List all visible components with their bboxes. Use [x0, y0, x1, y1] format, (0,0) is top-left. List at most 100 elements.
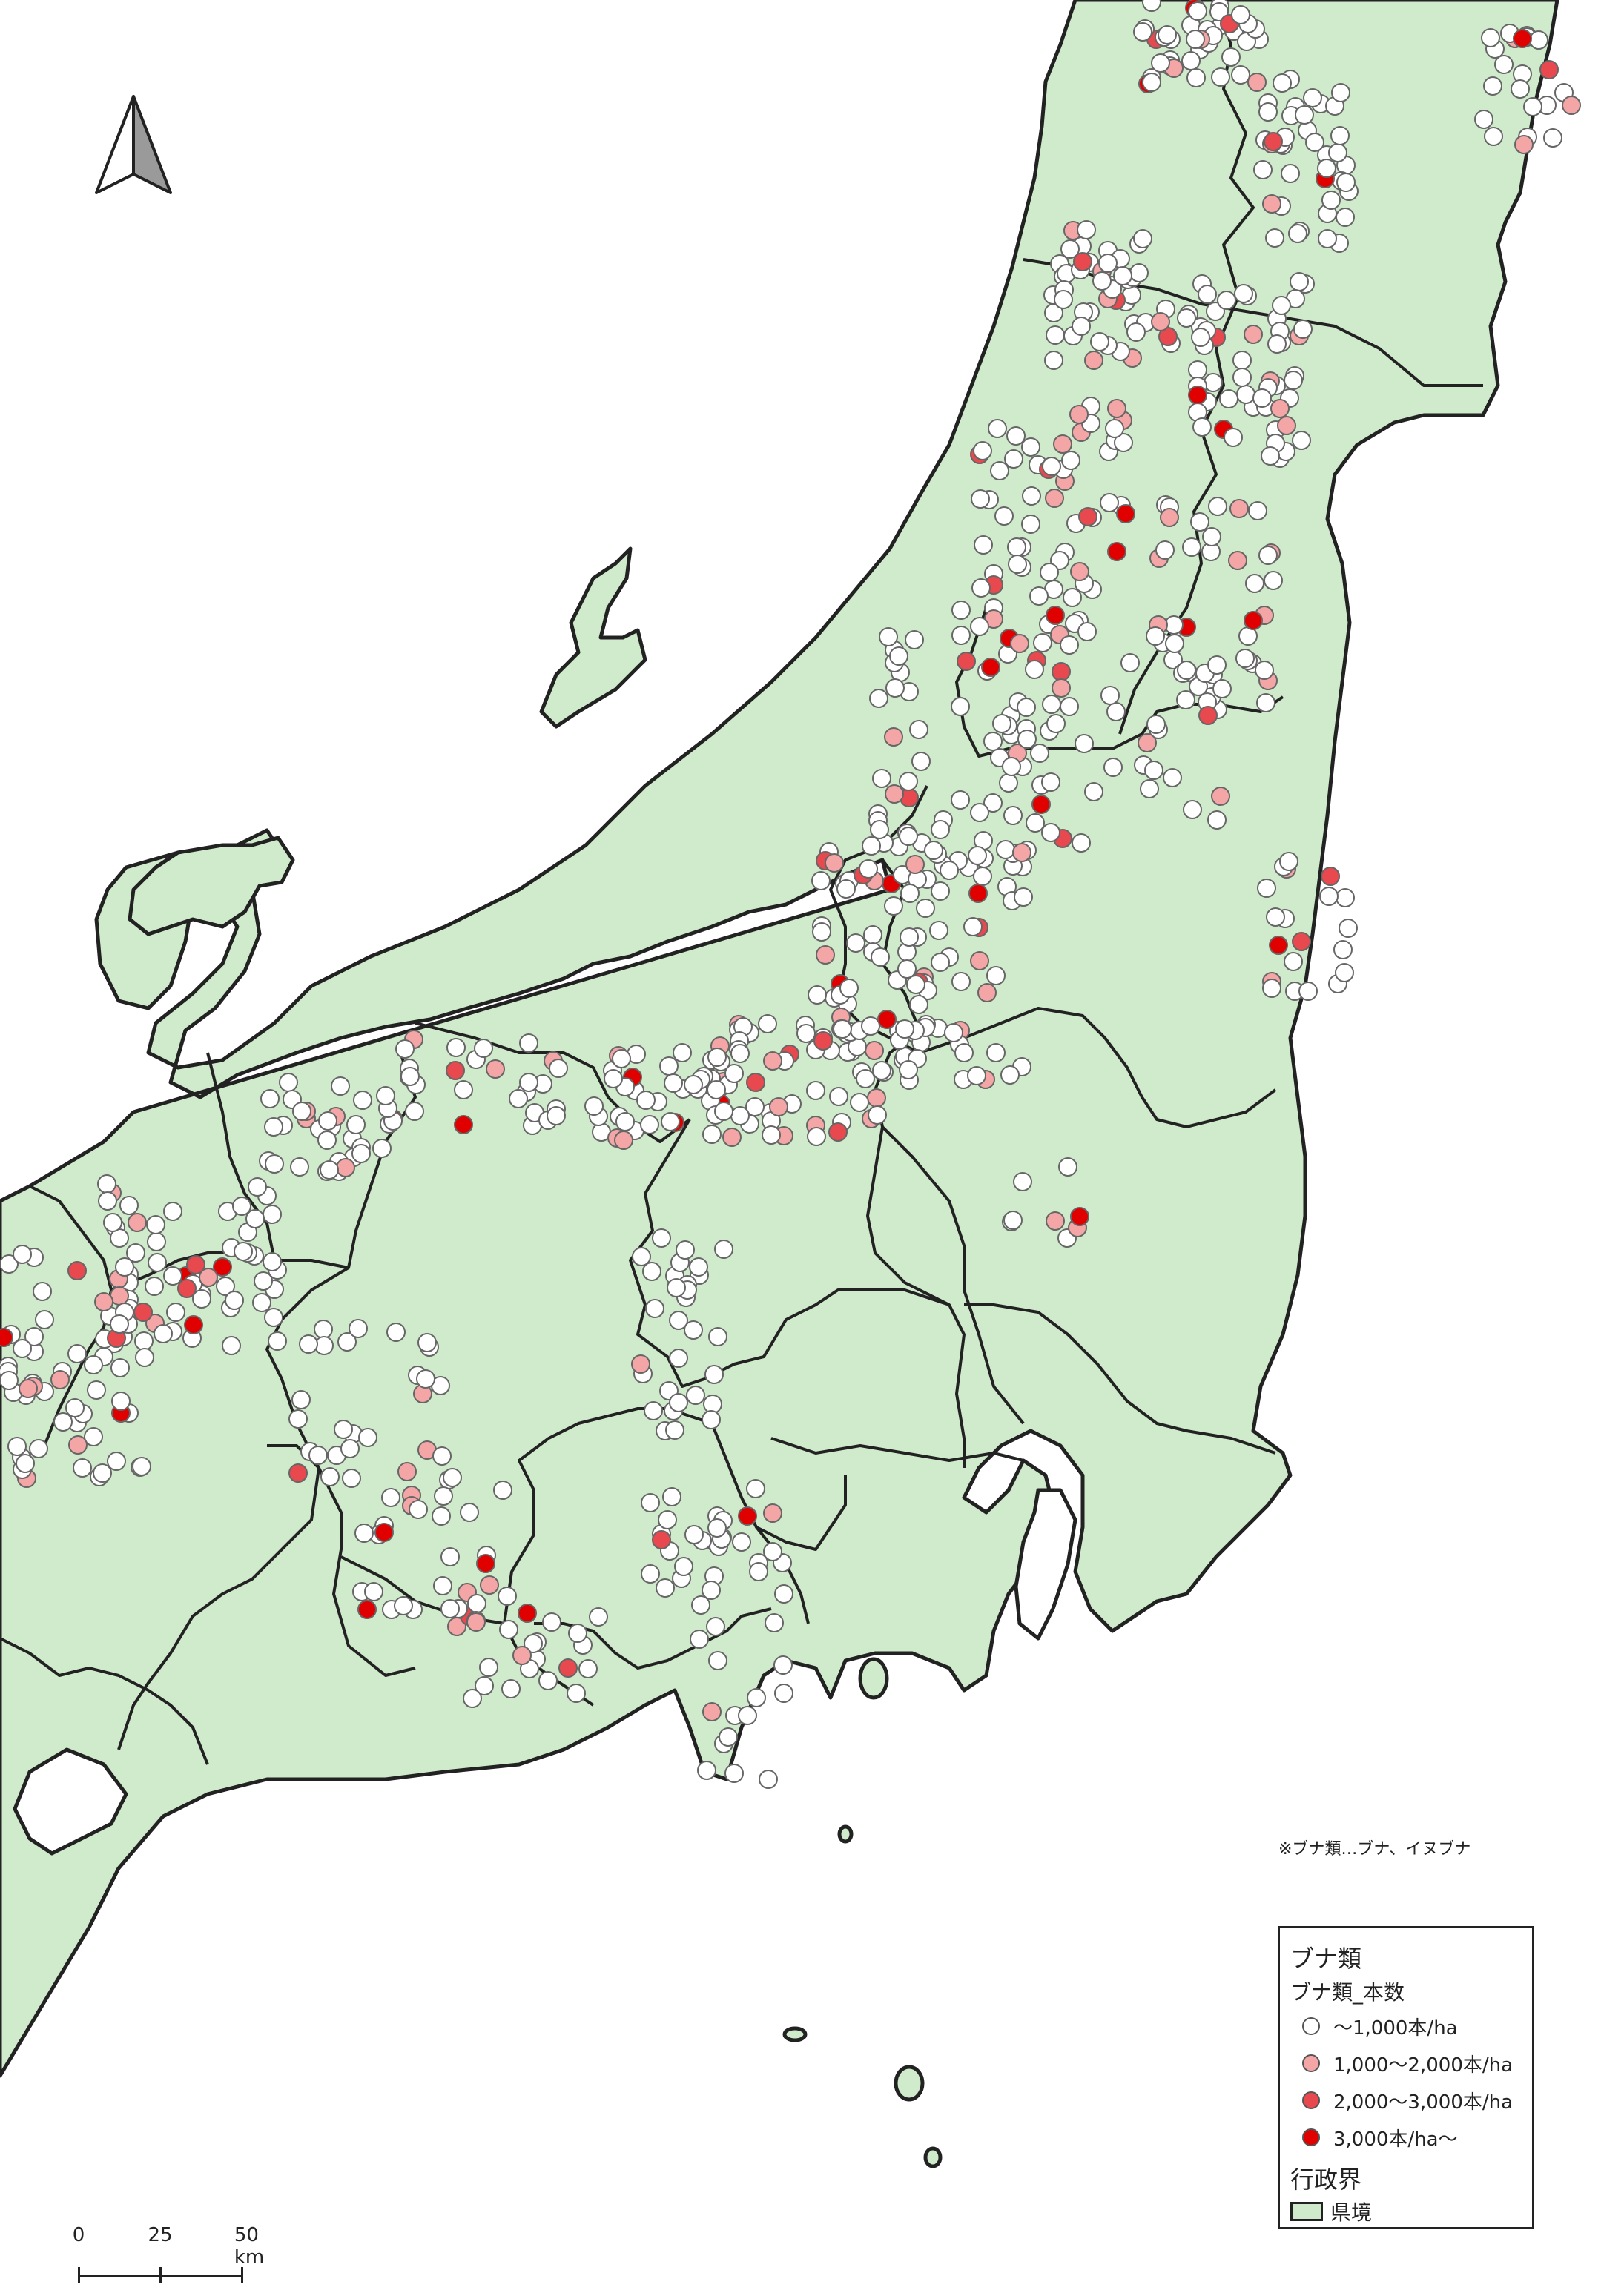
- survey-marker: [1103, 758, 1123, 777]
- survey-marker: [1191, 328, 1210, 347]
- survey-marker: [417, 1333, 437, 1352]
- scale-label-50: 50 km: [234, 2224, 265, 2269]
- survey-marker: [1336, 208, 1355, 227]
- survey-marker: [1321, 191, 1341, 210]
- survey-marker: [714, 1240, 733, 1259]
- survey-marker: [1046, 606, 1065, 625]
- survey-marker: [1090, 332, 1109, 351]
- survey-marker: [1481, 28, 1500, 47]
- survey-marker: [1002, 757, 1021, 776]
- survey-marker: [765, 1613, 784, 1632]
- survey-marker: [968, 884, 988, 903]
- survey-marker: [1069, 405, 1089, 424]
- survey-marker: [1474, 110, 1493, 129]
- survey-marker: [1142, 0, 1161, 12]
- survey-marker: [245, 1209, 265, 1228]
- survey-marker: [1514, 135, 1534, 154]
- survey-marker: [870, 820, 889, 839]
- survey-marker: [184, 1315, 203, 1334]
- survey-marker: [1100, 493, 1119, 512]
- survey-marker: [16, 1454, 35, 1473]
- survey-marker: [1070, 562, 1089, 581]
- survey-marker: [1142, 73, 1161, 92]
- survey-marker: [1186, 68, 1206, 87]
- survey-marker: [774, 1684, 793, 1703]
- survey-marker: [769, 1097, 788, 1116]
- survey-marker: [1321, 867, 1340, 886]
- survey-marker: [673, 1043, 692, 1062]
- survey-marker: [971, 489, 990, 509]
- survey-marker: [558, 1658, 578, 1678]
- survey-marker: [433, 1576, 452, 1595]
- survey-marker: [199, 1268, 218, 1287]
- survey-markers: [0, 0, 1581, 1789]
- survey-marker: [895, 1019, 914, 1039]
- legend-subtitle: ブナ類_本数: [1290, 1980, 1405, 2005]
- survey-marker: [645, 1299, 664, 1318]
- survey-marker: [342, 1469, 361, 1488]
- survey-marker: [1224, 428, 1243, 447]
- survey-marker: [1543, 128, 1562, 148]
- survey-marker: [364, 1582, 383, 1601]
- survey-marker: [254, 1271, 273, 1291]
- survey-marker: [836, 879, 856, 899]
- survey-marker: [1288, 224, 1307, 243]
- survey-marker: [644, 1401, 663, 1420]
- survey-marker: [747, 1688, 766, 1707]
- survey-marker: [1031, 795, 1051, 814]
- survey-marker: [1261, 446, 1280, 466]
- survey-marker: [1198, 706, 1218, 725]
- survey-marker: [872, 769, 891, 788]
- survey-marker: [702, 1581, 721, 1600]
- survey-marker: [501, 1679, 521, 1698]
- survey-marker: [994, 506, 1014, 526]
- survey-marker: [1244, 325, 1263, 344]
- survey-marker: [839, 979, 859, 998]
- survey-marker: [67, 1261, 87, 1280]
- survey-marker: [807, 1127, 826, 1146]
- survey-marker: [988, 419, 1007, 438]
- survey-marker: [84, 1355, 103, 1374]
- survey-marker: [996, 840, 1015, 859]
- survey-marker: [884, 896, 903, 916]
- survey-marker: [73, 1458, 92, 1478]
- survey-marker: [707, 1518, 727, 1538]
- survey-marker: [829, 1087, 848, 1106]
- survey-marker: [1106, 702, 1126, 721]
- survey-marker: [1060, 635, 1079, 655]
- survey-marker: [973, 441, 992, 460]
- survey-marker: [394, 1596, 413, 1615]
- survey-marker: [440, 1599, 460, 1618]
- legend-swatch: [1302, 2017, 1320, 2035]
- survey-marker: [983, 732, 1003, 751]
- survey-marker: [107, 1452, 126, 1471]
- survey-marker: [512, 1646, 532, 1665]
- survey-marker: [1008, 555, 1027, 574]
- survey-marker: [1072, 833, 1091, 853]
- survey-marker: [1092, 271, 1112, 291]
- survey-marker: [811, 871, 831, 890]
- survey-marker: [381, 1488, 400, 1507]
- survey-marker: [318, 1111, 337, 1131]
- survey-marker: [690, 1630, 709, 1649]
- survey-marker: [1181, 51, 1201, 70]
- survey-marker: [163, 1202, 182, 1221]
- survey-marker: [0, 1371, 19, 1390]
- survey-marker: [0, 1254, 19, 1274]
- survey-marker: [154, 1324, 173, 1343]
- survey-marker: [524, 1634, 543, 1653]
- survey-marker: [1046, 714, 1066, 733]
- survey-marker: [992, 714, 1011, 733]
- survey-marker: [1236, 385, 1255, 404]
- survey-marker: [1021, 515, 1040, 534]
- survey-marker: [1232, 368, 1252, 387]
- survey-marker: [147, 1232, 166, 1251]
- survey-marker: [568, 1624, 587, 1643]
- survey-marker: [463, 1689, 482, 1708]
- survey-marker: [1084, 782, 1103, 801]
- legend-swatch: [1302, 2054, 1320, 2072]
- survey-marker: [454, 1080, 473, 1099]
- survey-marker: [7, 1437, 27, 1456]
- survey-marker: [314, 1320, 333, 1339]
- survey-marker: [1255, 661, 1274, 680]
